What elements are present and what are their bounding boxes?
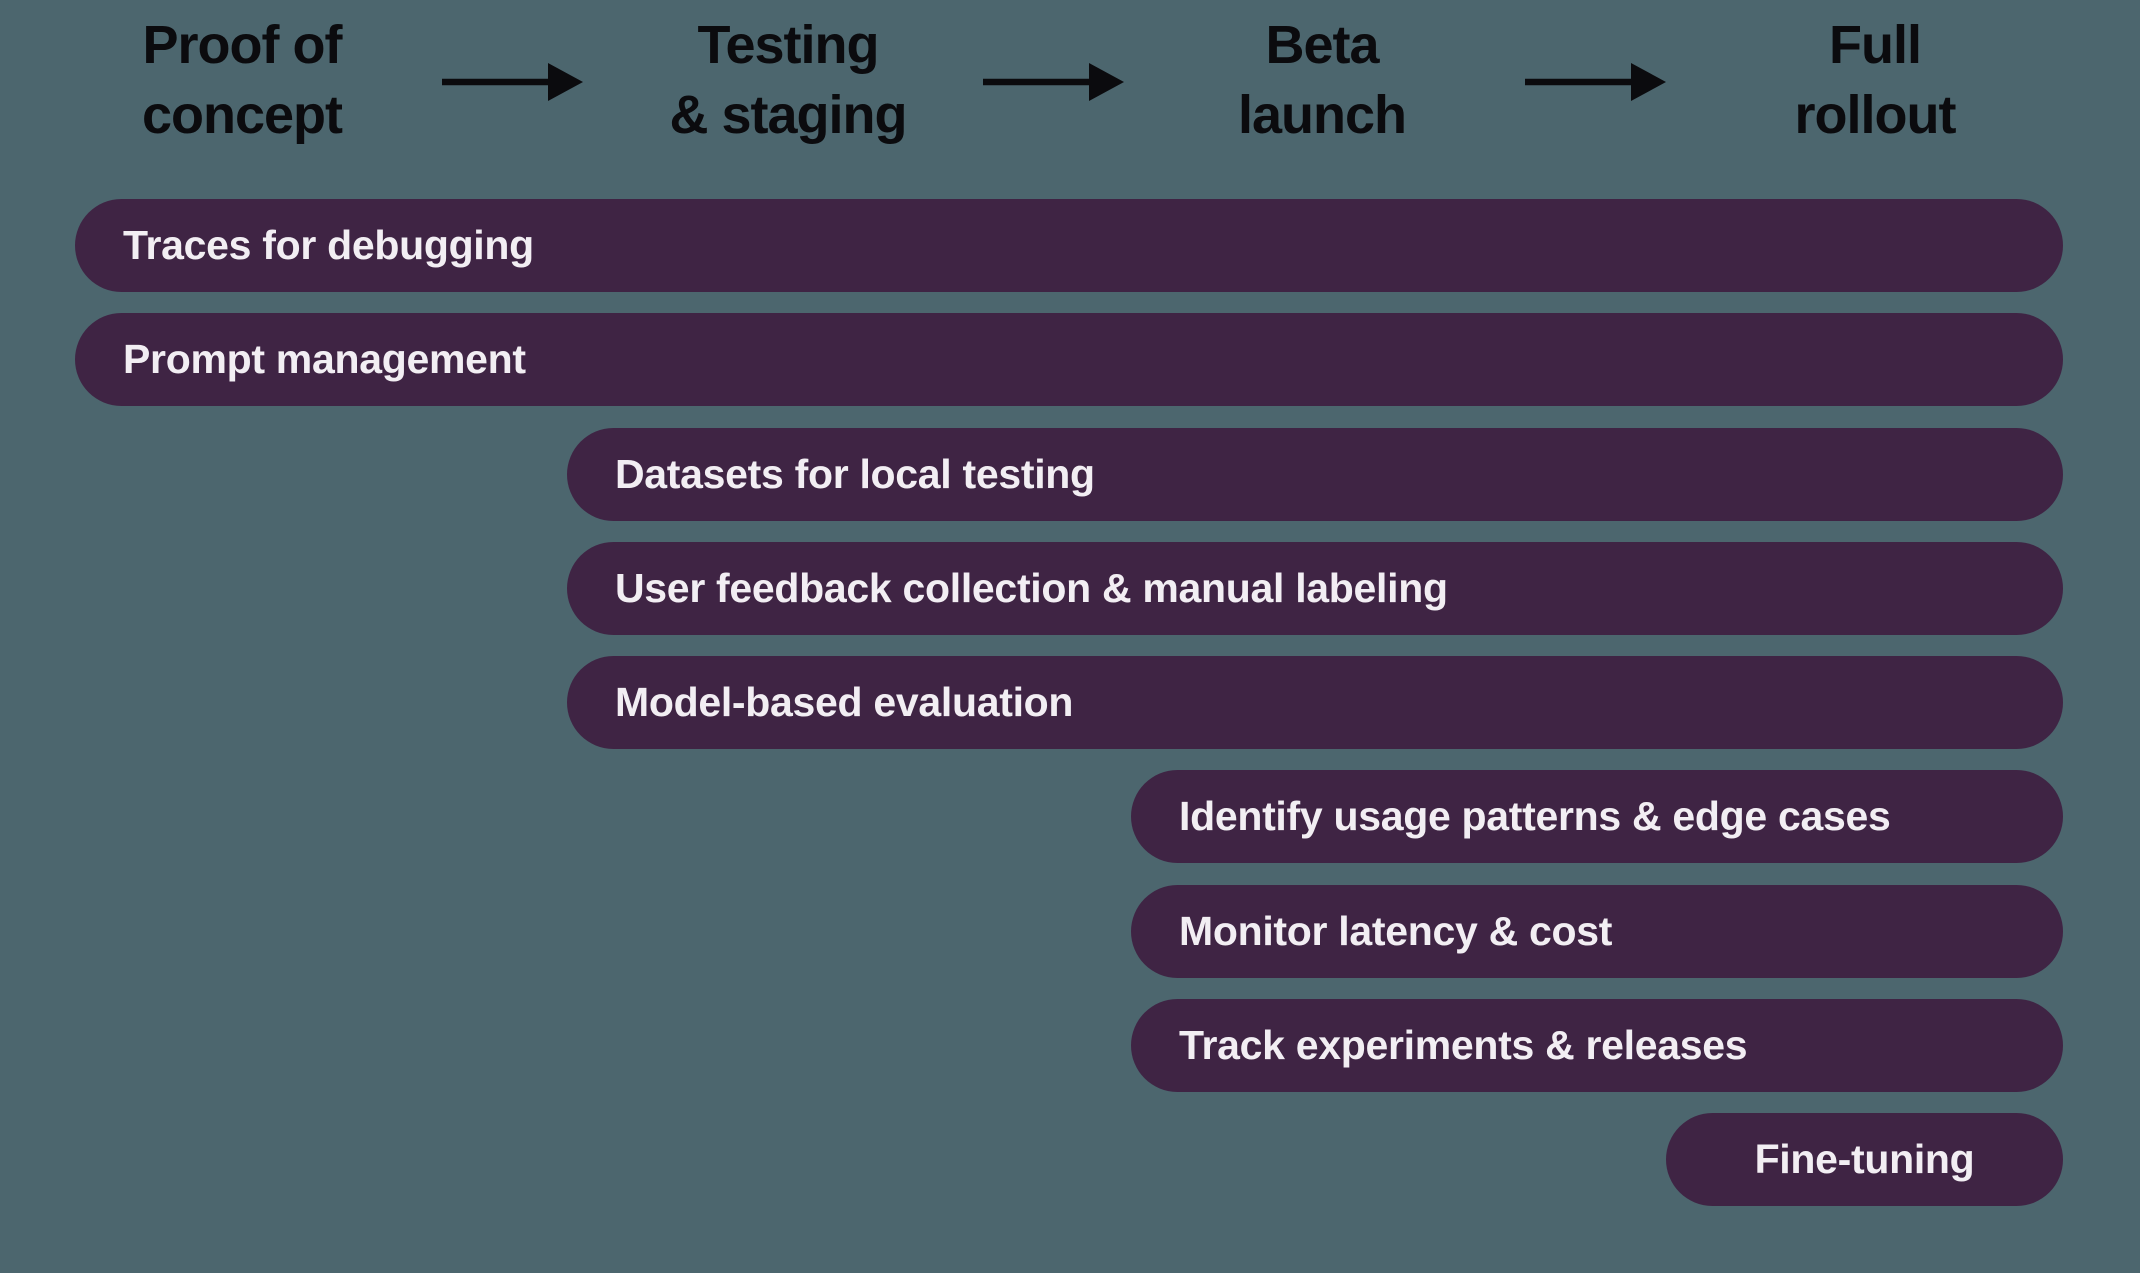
- arrow-right-icon: [1525, 63, 1666, 101]
- bar-fine-tuning: Fine-tuning: [1666, 1113, 2063, 1206]
- bar-label: Track experiments & releases: [1179, 1022, 1748, 1068]
- stage-beta-launch: Beta launch: [1102, 10, 1542, 150]
- stage-label-line: Testing: [697, 15, 880, 75]
- bar-identify-usage-patterns: Identify usage patterns & edge cases: [1131, 770, 2063, 863]
- stage-proof-of-concept: Proof of concept: [22, 10, 462, 150]
- stage-label-line: Proof of: [142, 15, 343, 75]
- stage-label-line: rollout: [1794, 85, 1957, 145]
- arrow-right-icon: [983, 63, 1124, 101]
- bar-label: Prompt management: [123, 336, 526, 382]
- bar-label: Datasets for local testing: [615, 451, 1095, 497]
- bar-label: Model-based evaluation: [615, 679, 1074, 725]
- stage-label-line: Full: [1829, 15, 1922, 75]
- stage-label-line: Beta: [1265, 15, 1379, 75]
- bar-model-based-evaluation: Model-based evaluation: [567, 656, 2063, 749]
- bar-user-feedback-collection: User feedback collection & manual labeli…: [567, 542, 2063, 635]
- bar-track-experiments-releases: Track experiments & releases: [1131, 999, 2063, 1092]
- bar-label: Traces for debugging: [123, 222, 534, 268]
- stage-testing-staging: Testing & staging: [568, 10, 1008, 150]
- stage-label-line: concept: [141, 85, 343, 145]
- arrow-right-icon: [442, 63, 583, 101]
- stage-label-line: & staging: [669, 85, 907, 145]
- bar-label: Monitor latency & cost: [1179, 908, 1613, 954]
- bar-label: User feedback collection & manual labeli…: [615, 565, 1448, 611]
- bar-label: Fine-tuning: [1754, 1136, 1975, 1182]
- bar-datasets-for-local-testing: Datasets for local testing: [567, 428, 2063, 521]
- bar-label: Identify usage patterns & edge cases: [1179, 793, 1891, 839]
- stage-label-line: launch: [1237, 85, 1407, 145]
- bar-monitor-latency-cost: Monitor latency & cost: [1131, 885, 2063, 978]
- bar-prompt-management: Prompt management: [75, 313, 2063, 406]
- bar-traces-for-debugging: Traces for debugging: [75, 199, 2063, 292]
- stage-full-rollout: Full rollout: [1655, 10, 2095, 150]
